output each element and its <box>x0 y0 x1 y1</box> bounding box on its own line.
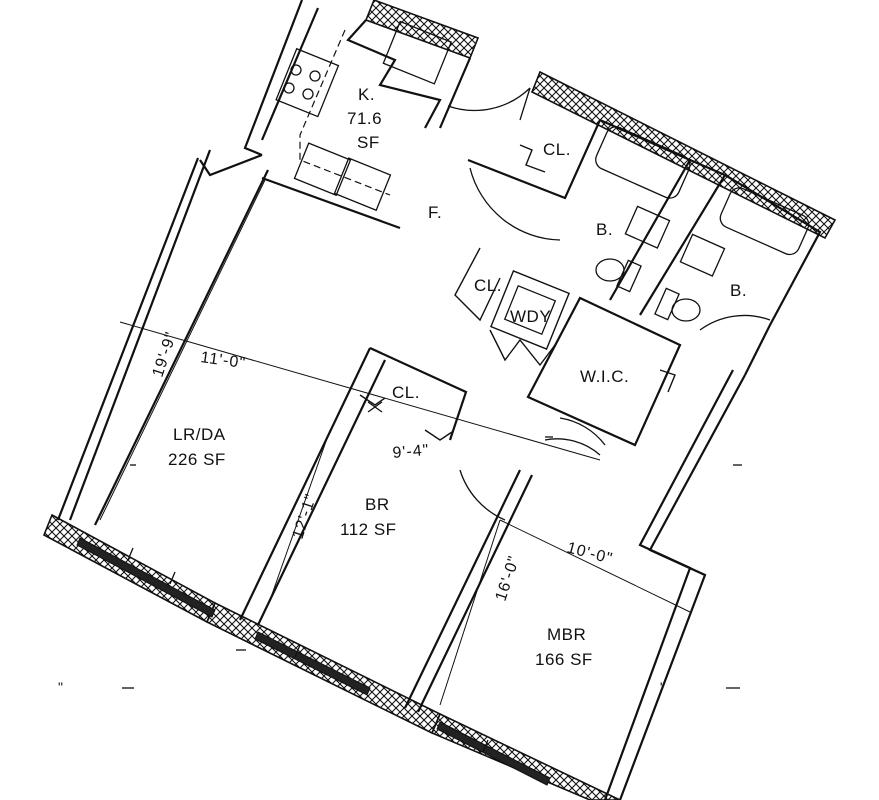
dim-lr-length: 19'-9" <box>150 330 181 380</box>
room-labels: K. 71.6 SF F. CL. B. B. CL. WDY W.I.C. C… <box>168 85 747 669</box>
washer-dryer-box <box>490 270 570 350</box>
stove <box>275 47 340 118</box>
margin-mark: " <box>58 679 63 695</box>
bath2-door-swing <box>699 314 771 331</box>
living-dining-area <box>56 149 601 526</box>
refrigerator <box>382 20 453 85</box>
bedroom-area-label: 112 SF <box>340 520 397 539</box>
window-living <box>76 537 216 618</box>
bedroom-area <box>239 347 506 626</box>
sink-left <box>293 142 352 197</box>
closet-label: CL. <box>392 383 420 402</box>
entry-door-swing <box>447 87 531 112</box>
kitchen-area-value: 71.6 <box>347 109 382 128</box>
dimension-line-lr-length <box>99 179 266 521</box>
living-dining-area-label: 226 SF <box>168 450 226 469</box>
foyer-label: F. <box>428 203 442 222</box>
bath-sink-2 <box>679 233 726 277</box>
exterior-wall-master <box>430 712 621 800</box>
dimension-line-br-length <box>269 429 331 601</box>
master-bedroom-area-label: 166 SF <box>535 650 593 669</box>
dimension-line-mbr-width <box>499 519 691 613</box>
bathtub-2 <box>719 187 810 256</box>
window-bedroom <box>254 631 371 696</box>
bathtub-1 <box>595 126 691 199</box>
kitchen-area-unit: SF <box>357 133 380 152</box>
dim-mbr-length: 16'-0" <box>493 554 524 604</box>
dim-br-length: 12'-1" <box>290 492 321 542</box>
walk-in-closet-label: W.I.C. <box>580 367 629 386</box>
closet-label: CL. <box>543 140 571 159</box>
bath-sink-1 <box>624 205 671 249</box>
master-bedroom-area <box>404 369 746 800</box>
closet-label: CL. <box>474 276 502 295</box>
bedroom-name: BR <box>365 495 390 514</box>
dim-lr-width: 11'-0" <box>199 349 247 372</box>
dimension-line-mbr-length <box>439 519 501 706</box>
bath-door-swing <box>469 167 561 241</box>
living-dining-name: LR/DA <box>173 425 226 444</box>
margin-mark: " <box>660 679 665 695</box>
master-bedroom-name: MBR <box>547 625 586 644</box>
toilet-1 <box>595 258 625 282</box>
bedroom-door-swing <box>459 469 506 521</box>
bath-area <box>595 118 822 376</box>
laundry-closet-area <box>454 247 570 367</box>
dimension-line-lr-width <box>119 321 601 461</box>
kitchen-name: K. <box>358 85 375 104</box>
windows <box>76 537 551 786</box>
bath-label: B. <box>596 220 613 239</box>
stray-marks: " " <box>58 436 742 695</box>
walk-in-closet-area <box>526 296 682 447</box>
dim-br-width: 9'-4" <box>392 442 430 462</box>
exterior-wall-kitchen <box>364 0 480 60</box>
window-master <box>436 721 551 786</box>
washer-dryer-label: WDY <box>510 307 551 326</box>
foyer-area <box>447 87 602 241</box>
sink-right <box>333 157 392 212</box>
toilet-2 <box>671 298 701 322</box>
bath-label: B. <box>730 281 747 300</box>
wic-door-swing <box>559 417 606 446</box>
